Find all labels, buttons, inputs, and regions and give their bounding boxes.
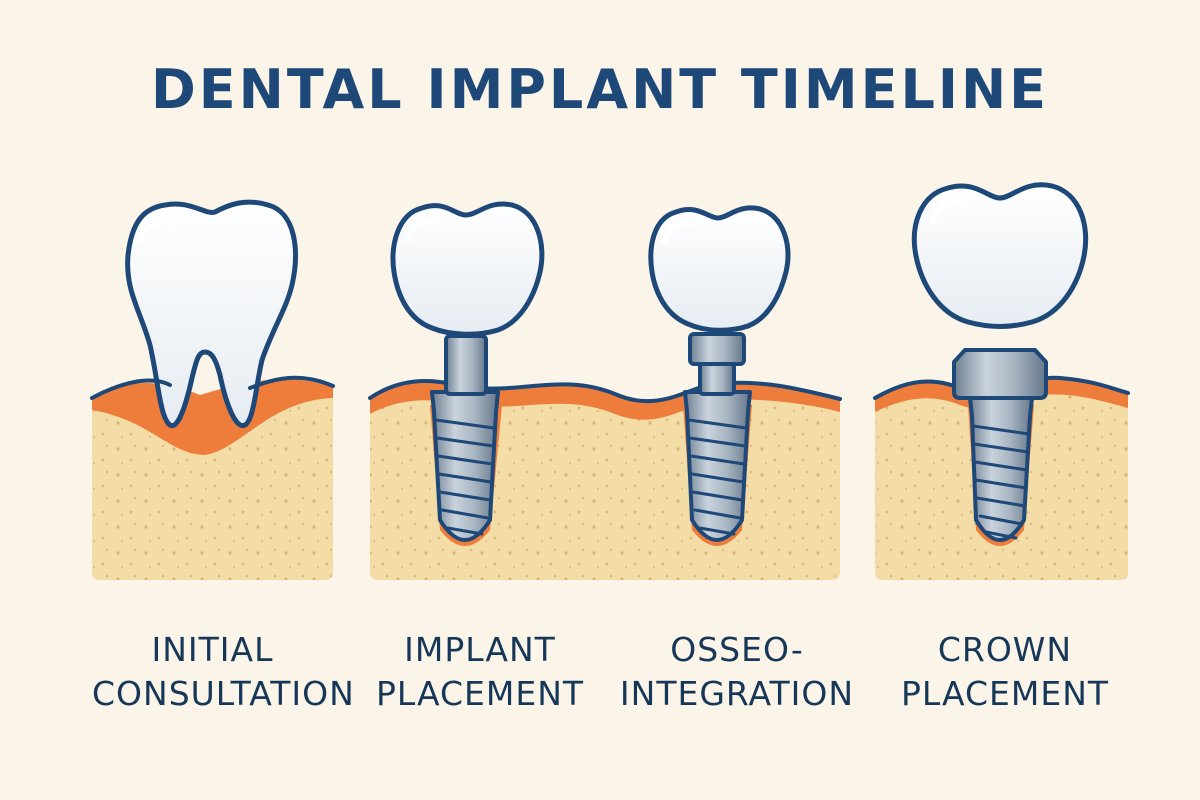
stage-osseointegration-illustration [648, 205, 791, 542]
abutment-collar [688, 332, 746, 366]
bone-block [92, 390, 333, 580]
gum-line [368, 379, 842, 404]
stage-label-line2: INTEGRATION [619, 674, 855, 713]
stage-label-osseointegration: OSSEO- INTEGRATION [612, 628, 862, 716]
stage-initial-consultation-illustration [90, 199, 335, 580]
implant-screw-icon [968, 396, 1034, 542]
abutment-post [698, 360, 736, 396]
stage-label-initial-consultation: INITIAL CONSULTATION [92, 628, 355, 716]
crown-icon [648, 205, 791, 333]
stage-crown-placement-illustration [873, 182, 1130, 580]
abutment-post [444, 334, 488, 396]
stage-label-implant-placement: IMPLANT PLACEMENT [355, 628, 605, 716]
stage-label-line2: CONSULTATION [92, 674, 355, 713]
stage-label-line2: PLACEMENT [375, 674, 585, 713]
implant-screw-icon [683, 390, 752, 542]
crown-icon [911, 182, 1089, 329]
natural-tooth-icon [125, 199, 298, 429]
stage-label-crown-placement: CROWN PLACEMENT [880, 628, 1130, 716]
abutment-collar [952, 348, 1048, 400]
crown-icon [390, 201, 545, 337]
stage-label-line2: PLACEMENT [900, 674, 1110, 713]
page-title: DENTAL IMPLANT TIMELINE [150, 58, 1050, 121]
stage-label-line1: CROWN [937, 630, 1073, 669]
stage-label-line1: IMPLANT [404, 630, 556, 669]
stage-label-line1: INITIAL [151, 630, 274, 669]
implant-screw-icon [430, 390, 500, 542]
gum-tissue [92, 379, 333, 455]
stage-implant-placement-illustration [390, 201, 545, 542]
gum-line [90, 375, 335, 400]
stage-label-line1: OSSEO- [670, 630, 804, 669]
